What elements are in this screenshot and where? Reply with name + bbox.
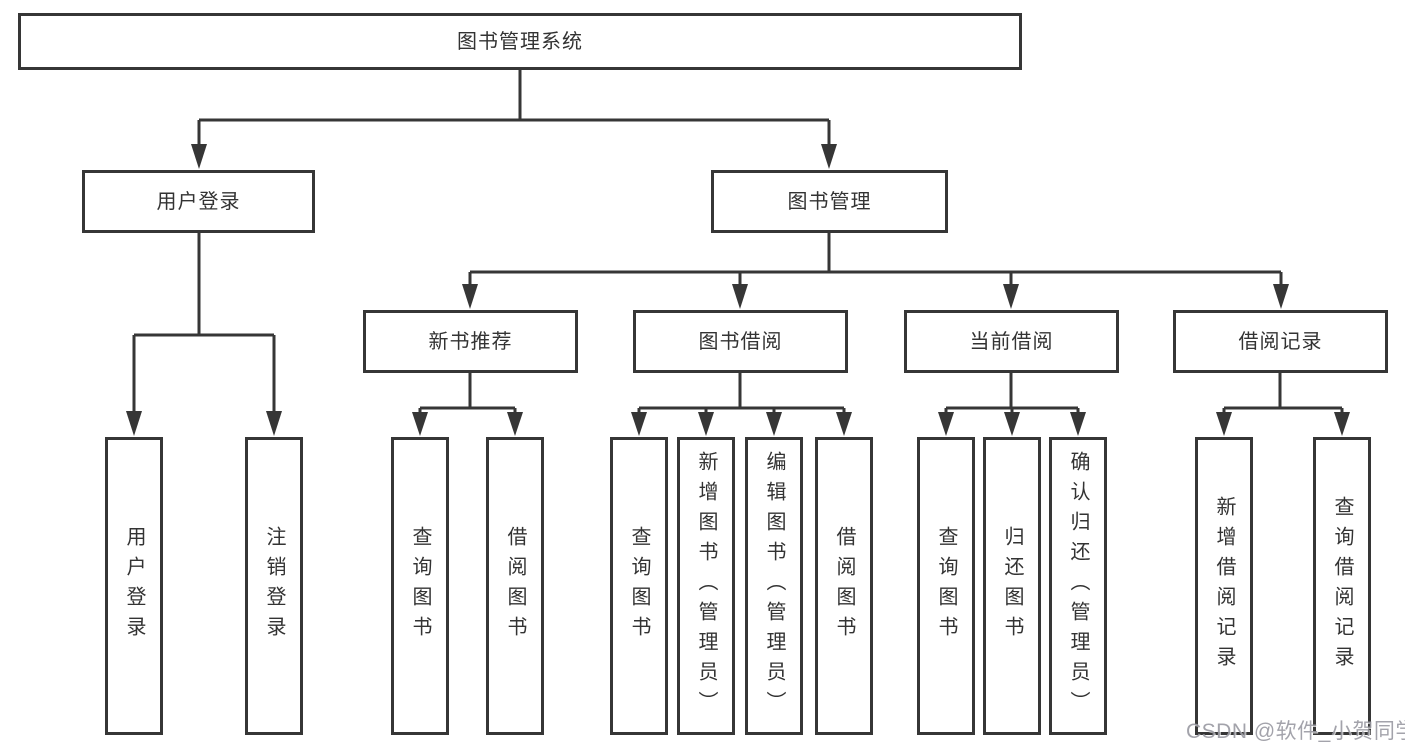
node-label: 查询借阅记录: [1331, 496, 1353, 676]
node-borrowing-records: 借阅记录: [1173, 310, 1388, 373]
leaf-logout: 注销登录: [245, 437, 303, 735]
node-label: 用户登录: [156, 190, 241, 213]
watermark: CSDN @软件_小贺同学: [1186, 720, 1405, 743]
leaf-borrow-books-recommend: 借阅图书: [486, 437, 544, 735]
leaf-confirm-return-admin: 确认归还（管理员）: [1049, 437, 1107, 735]
leaf-add-books-admin: 新增图书（管理员）: [677, 437, 735, 735]
leaf-query-books-current: 查询图书: [917, 437, 975, 735]
node-label: 查询图书: [935, 526, 957, 646]
node-label: 图书借阅: [698, 330, 783, 353]
node-label: 当前借阅: [969, 330, 1054, 353]
node-label: 归还图书: [1001, 526, 1023, 646]
node-user-login: 用户登录: [82, 170, 315, 233]
node-label: 用户登录: [123, 526, 145, 646]
leaf-return-books: 归还图书: [983, 437, 1041, 735]
leaf-query-books-recommend: 查询图书: [391, 437, 449, 735]
node-label: 借阅图书: [504, 526, 526, 646]
node-label: 借阅记录: [1238, 330, 1323, 353]
node-label: 查询图书: [409, 526, 431, 646]
node-current-borrowing: 当前借阅: [904, 310, 1119, 373]
node-new-book-recommendation: 新书推荐: [363, 310, 578, 373]
node-label: 新增图书（管理员）: [695, 451, 717, 721]
node-label: 新增借阅记录: [1213, 496, 1235, 676]
node-book-management: 图书管理: [711, 170, 948, 233]
leaf-add-borrow-record: 新增借阅记录: [1195, 437, 1253, 735]
leaf-user-login: 用户登录: [105, 437, 163, 735]
leaf-query-borrow-record: 查询借阅记录: [1313, 437, 1371, 735]
node-library-management-system: 图书管理系统: [18, 13, 1022, 70]
node-label: 借阅图书: [833, 526, 855, 646]
node-label: 新书推荐: [428, 330, 513, 353]
node-label: 图书管理系统: [457, 30, 583, 53]
leaf-query-books-borrowing: 查询图书: [610, 437, 668, 735]
node-label: 注销登录: [263, 526, 285, 646]
node-label: 查询图书: [628, 526, 650, 646]
node-label: 图书管理: [787, 190, 872, 213]
node-book-borrowing: 图书借阅: [633, 310, 848, 373]
node-label: 确认归还（管理员）: [1067, 451, 1089, 721]
leaf-edit-books-admin: 编辑图书（管理员）: [745, 437, 803, 735]
leaf-borrow-books-borrowing: 借阅图书: [815, 437, 873, 735]
node-label: 编辑图书（管理员）: [763, 451, 785, 721]
